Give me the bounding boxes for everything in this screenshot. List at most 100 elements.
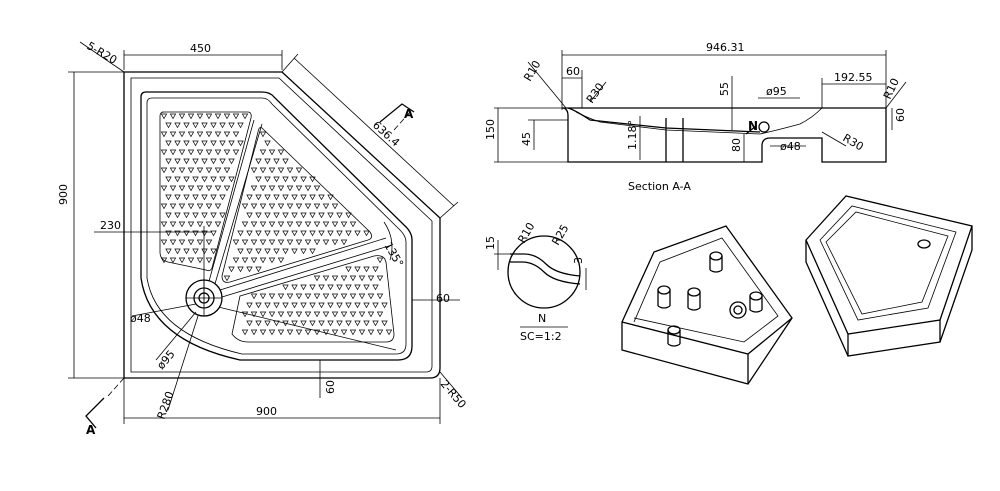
texture-triangle xyxy=(219,176,226,183)
texture-triangle xyxy=(273,158,280,165)
texture-triangle xyxy=(205,167,213,174)
texture-triangle xyxy=(183,212,190,219)
texture-triangle xyxy=(178,149,186,156)
texture-triangle xyxy=(286,221,294,228)
texture-triangle xyxy=(376,275,384,282)
texture-triangle xyxy=(327,302,334,309)
texture-triangle xyxy=(286,311,294,318)
texture-triangle xyxy=(255,194,262,201)
dim-right-radius: R10 xyxy=(881,76,902,101)
texture-triangle xyxy=(309,176,316,183)
dim-overall-length: 946.31 xyxy=(706,41,745,54)
texture-triangle xyxy=(174,176,181,183)
texture-triangle xyxy=(160,221,168,228)
texture-triangle xyxy=(331,221,339,228)
texture-triangle xyxy=(205,203,213,210)
texture-triangle xyxy=(358,311,366,318)
texture-triangle xyxy=(367,329,375,336)
texture-triangle xyxy=(268,221,276,228)
texture-triangle xyxy=(331,293,339,300)
texture-triangle xyxy=(201,158,208,165)
texture-triangle xyxy=(291,176,298,183)
texture-triangle xyxy=(160,239,168,246)
texture-triangle xyxy=(318,284,325,291)
texture-triangle xyxy=(237,140,244,147)
texture-triangle xyxy=(309,320,316,327)
dim-drain-ring: ø95 xyxy=(154,348,177,372)
texture-triangle xyxy=(268,185,276,192)
dim-drain-hole: ø48 xyxy=(130,312,151,325)
texture-triangle xyxy=(277,329,285,336)
dim-right-length: 192.55 xyxy=(834,71,873,84)
detail-scale: SC=1:2 xyxy=(520,330,562,343)
texture-triangle xyxy=(268,293,276,300)
texture-triangle xyxy=(255,176,262,183)
texture-triangle xyxy=(232,239,240,246)
texture-triangle xyxy=(228,140,235,147)
texture-triangle xyxy=(349,275,357,282)
texture-triangle xyxy=(237,230,244,237)
dim-depth-45: 45 xyxy=(520,132,533,146)
texture-triangle xyxy=(259,149,267,156)
texture-triangle xyxy=(358,329,366,336)
texture-triangle xyxy=(340,311,348,318)
texture-triangle xyxy=(187,149,195,156)
texture-triangle xyxy=(313,185,321,192)
texture-triangle xyxy=(354,302,361,309)
texture-triangle xyxy=(372,320,379,327)
texture-triangle xyxy=(304,221,312,228)
texture-triangle xyxy=(255,266,262,273)
texture-triangle xyxy=(246,248,253,255)
texture-triangle xyxy=(282,158,289,165)
texture-triangle xyxy=(250,311,258,318)
texture-triangle xyxy=(183,140,190,147)
texture-triangle xyxy=(241,113,249,120)
texture-triangle xyxy=(336,284,343,291)
texture-triangle xyxy=(264,140,271,147)
texture-triangle xyxy=(282,248,289,255)
isometric-underside-view xyxy=(621,225,793,385)
texture-triangle xyxy=(309,284,316,291)
texture-triangle xyxy=(255,158,262,165)
texture-triangle xyxy=(241,329,249,336)
texture-triangle xyxy=(367,311,375,318)
texture-triangle xyxy=(210,194,217,201)
texture-triangle xyxy=(223,167,231,174)
detail-view: 15 R10 R25 3 N SC=1:2 xyxy=(484,220,587,343)
texture-triangle xyxy=(286,185,294,192)
texture-triangle xyxy=(183,248,190,255)
texture-triangle xyxy=(345,320,352,327)
texture-triangle xyxy=(237,122,244,129)
texture-triangle xyxy=(259,329,267,336)
texture-triangle xyxy=(165,140,172,147)
texture-triangle xyxy=(363,230,370,237)
texture-triangle xyxy=(169,203,177,210)
texture-triangle xyxy=(196,185,204,192)
texture-triangle xyxy=(169,221,177,228)
texture-triangle xyxy=(277,239,285,246)
texture-triangle xyxy=(304,185,312,192)
texture-triangle xyxy=(304,239,312,246)
texture-triangle xyxy=(174,158,181,165)
texture-triangle xyxy=(327,320,334,327)
texture-triangle xyxy=(192,248,199,255)
texture-triangle xyxy=(178,239,186,246)
texture-triangle xyxy=(264,230,271,237)
texture-triangle xyxy=(345,266,352,273)
texture-triangle xyxy=(282,212,289,219)
texture-triangle xyxy=(273,212,280,219)
drain-label-n: N xyxy=(748,119,758,133)
texture-triangle xyxy=(160,203,168,210)
texture-triangle xyxy=(340,221,348,228)
texture-triangle xyxy=(372,266,379,273)
texture-triangle xyxy=(340,239,348,246)
texture-triangle xyxy=(187,203,195,210)
texture-triangle xyxy=(273,176,280,183)
texture-triangle xyxy=(201,212,208,219)
texture-triangle xyxy=(169,149,177,156)
texture-triangle xyxy=(219,158,226,165)
texture-triangle xyxy=(246,230,253,237)
texture-triangle xyxy=(192,158,199,165)
texture-triangle xyxy=(165,248,172,255)
texture-triangle xyxy=(228,266,235,273)
